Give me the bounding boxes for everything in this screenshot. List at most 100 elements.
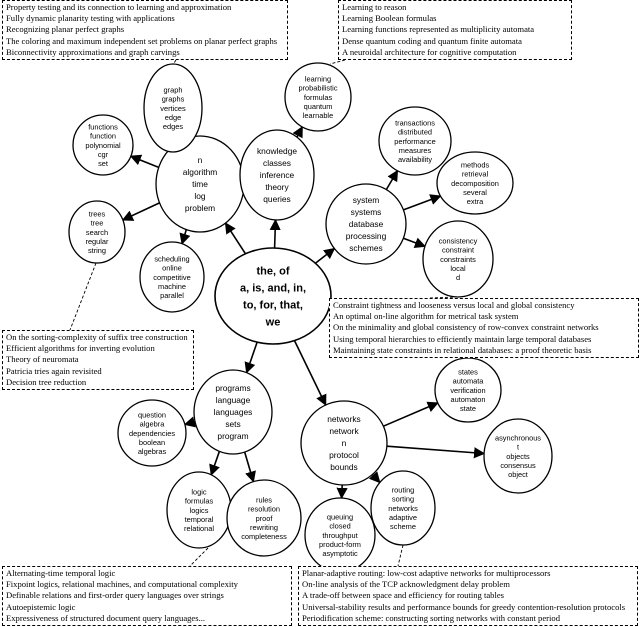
node-word: a, is, and, in, xyxy=(240,283,306,295)
node-word: constraints xyxy=(440,255,476,264)
node-word: system xyxy=(353,195,380,205)
node-word: performance xyxy=(394,137,436,146)
node-word: states xyxy=(458,367,478,376)
title-line: Autoepistemic logic xyxy=(6,601,76,612)
edge-algorithm-to-trees xyxy=(121,202,160,221)
title-box-trees: On the sorting-complexity of suffix tree… xyxy=(2,330,194,390)
node-word: temporal xyxy=(185,515,214,524)
node-word: sets xyxy=(225,419,240,429)
title-line: Using temporal hierarchies to efficientl… xyxy=(333,333,592,344)
title-line: Maintaining state constraints in relatio… xyxy=(333,344,592,355)
node-word: online xyxy=(162,264,182,273)
node-ellipse xyxy=(226,479,302,557)
title-line: Universal-stability results and performa… xyxy=(302,601,626,612)
node-word: local xyxy=(450,264,466,273)
node-ellipse xyxy=(422,220,494,298)
edge-algorithm-to-functions xyxy=(129,154,159,169)
edge-programs-to-rules xyxy=(243,451,256,483)
node-word: constraint xyxy=(442,246,474,255)
node-word: algebra xyxy=(140,420,166,429)
title-line: Expressiveness of structured document qu… xyxy=(6,612,206,623)
node-rules: rulesresolutionproofrewritingcompletenes… xyxy=(226,479,302,557)
title-line: Dense quantum coding and quantum finite … xyxy=(342,35,522,46)
node-word: extra xyxy=(467,197,484,206)
node-word: we xyxy=(265,317,281,329)
title-box-constraint: Constraint tightness and looseness versu… xyxy=(329,298,639,358)
edge-networks-to-routing xyxy=(368,471,381,484)
node-ellipse xyxy=(117,399,187,467)
node-word: networks xyxy=(327,414,361,424)
node-word: vertices xyxy=(160,104,186,113)
node-word: verification xyxy=(450,386,485,395)
node-word: routing xyxy=(392,485,415,494)
node-learning: learningprobabilisticformulasquantumlear… xyxy=(284,62,352,132)
node-word: programs xyxy=(215,383,250,393)
node-word: product-form xyxy=(319,540,361,549)
node-root: the, ofa, is, and, in,to, for, that,we xyxy=(214,247,332,345)
node-word: classes xyxy=(263,158,291,168)
node-ellipse xyxy=(483,418,553,494)
node-word: rewriting xyxy=(250,523,278,532)
node-word: quantum xyxy=(304,102,333,111)
node-word: probabilistic xyxy=(298,84,337,93)
edge-networks-to-states xyxy=(383,401,439,427)
title-box-learning: Learning to reason Learning Boolean form… xyxy=(338,0,572,60)
node-word: dependencies xyxy=(129,429,175,438)
node-word: proof xyxy=(256,514,274,523)
node-word: search xyxy=(86,228,108,237)
edge-root-to-algorithm xyxy=(224,222,247,255)
title-line: A neuroidal architecture for cognitive c… xyxy=(342,46,517,57)
title-line: Decision tree reduction xyxy=(6,376,87,387)
node-word: question xyxy=(138,410,166,419)
title-line: Patricia tries again revisited xyxy=(6,365,102,376)
node-word: adaptive xyxy=(389,513,417,522)
leader-line-3 xyxy=(69,262,97,331)
node-word: algebras xyxy=(138,447,167,456)
node-word: methods xyxy=(461,160,490,169)
edge-root-to-knowledge xyxy=(269,218,281,249)
node-word: object xyxy=(508,470,528,479)
nodes-layer: the, ofa, is, and, in,to, for, that,wena… xyxy=(68,62,553,573)
node-word: bounds xyxy=(330,462,357,472)
node-methods: methodsretrievaldecompositionseveralextr… xyxy=(436,151,514,215)
edge-algorithm-to-scheduling xyxy=(179,229,191,245)
node-word: distributed xyxy=(398,128,432,137)
node-word: network xyxy=(329,426,359,436)
edge-root-to-system xyxy=(314,247,336,264)
node-word: polynomial xyxy=(85,141,121,150)
node-word: measures xyxy=(399,146,432,155)
title-line: Fully dynamic planarity testing with app… xyxy=(6,13,175,24)
node-word: inference xyxy=(260,170,295,180)
node-word: throughput xyxy=(322,531,357,540)
node-transactions: transactionsdistributedperformancemeasur… xyxy=(378,106,452,176)
node-ellipse xyxy=(325,183,407,265)
edge-networks-to-asynchronous xyxy=(386,445,486,459)
node-word: d xyxy=(456,273,460,282)
edge-programs-to-question xyxy=(183,416,196,428)
node-word: to, for, that, xyxy=(243,300,303,312)
title-line: Recognizing planar perfect graphs xyxy=(6,24,125,35)
title-line: Learning Boolean formulas xyxy=(342,13,437,24)
node-word: availability xyxy=(398,155,432,164)
node-word: queuing xyxy=(327,512,353,521)
node-word: knowledge xyxy=(257,146,297,156)
title-line: Planar-adaptive routing: low-cost adapti… xyxy=(302,568,551,578)
node-ellipse xyxy=(378,106,452,176)
node-ellipse xyxy=(68,200,126,264)
node-word: relational xyxy=(184,524,214,533)
title-line: Learning to reason xyxy=(342,2,407,12)
title-line: Alternating-time temporal logic xyxy=(6,568,116,578)
node-word: several xyxy=(463,188,487,197)
node-word: function xyxy=(90,132,116,141)
edges-layer xyxy=(121,125,486,500)
node-word: systems xyxy=(351,207,382,217)
title-line: Efficient algorithms for inverting evolu… xyxy=(6,343,155,354)
node-word: formulas xyxy=(304,93,333,102)
